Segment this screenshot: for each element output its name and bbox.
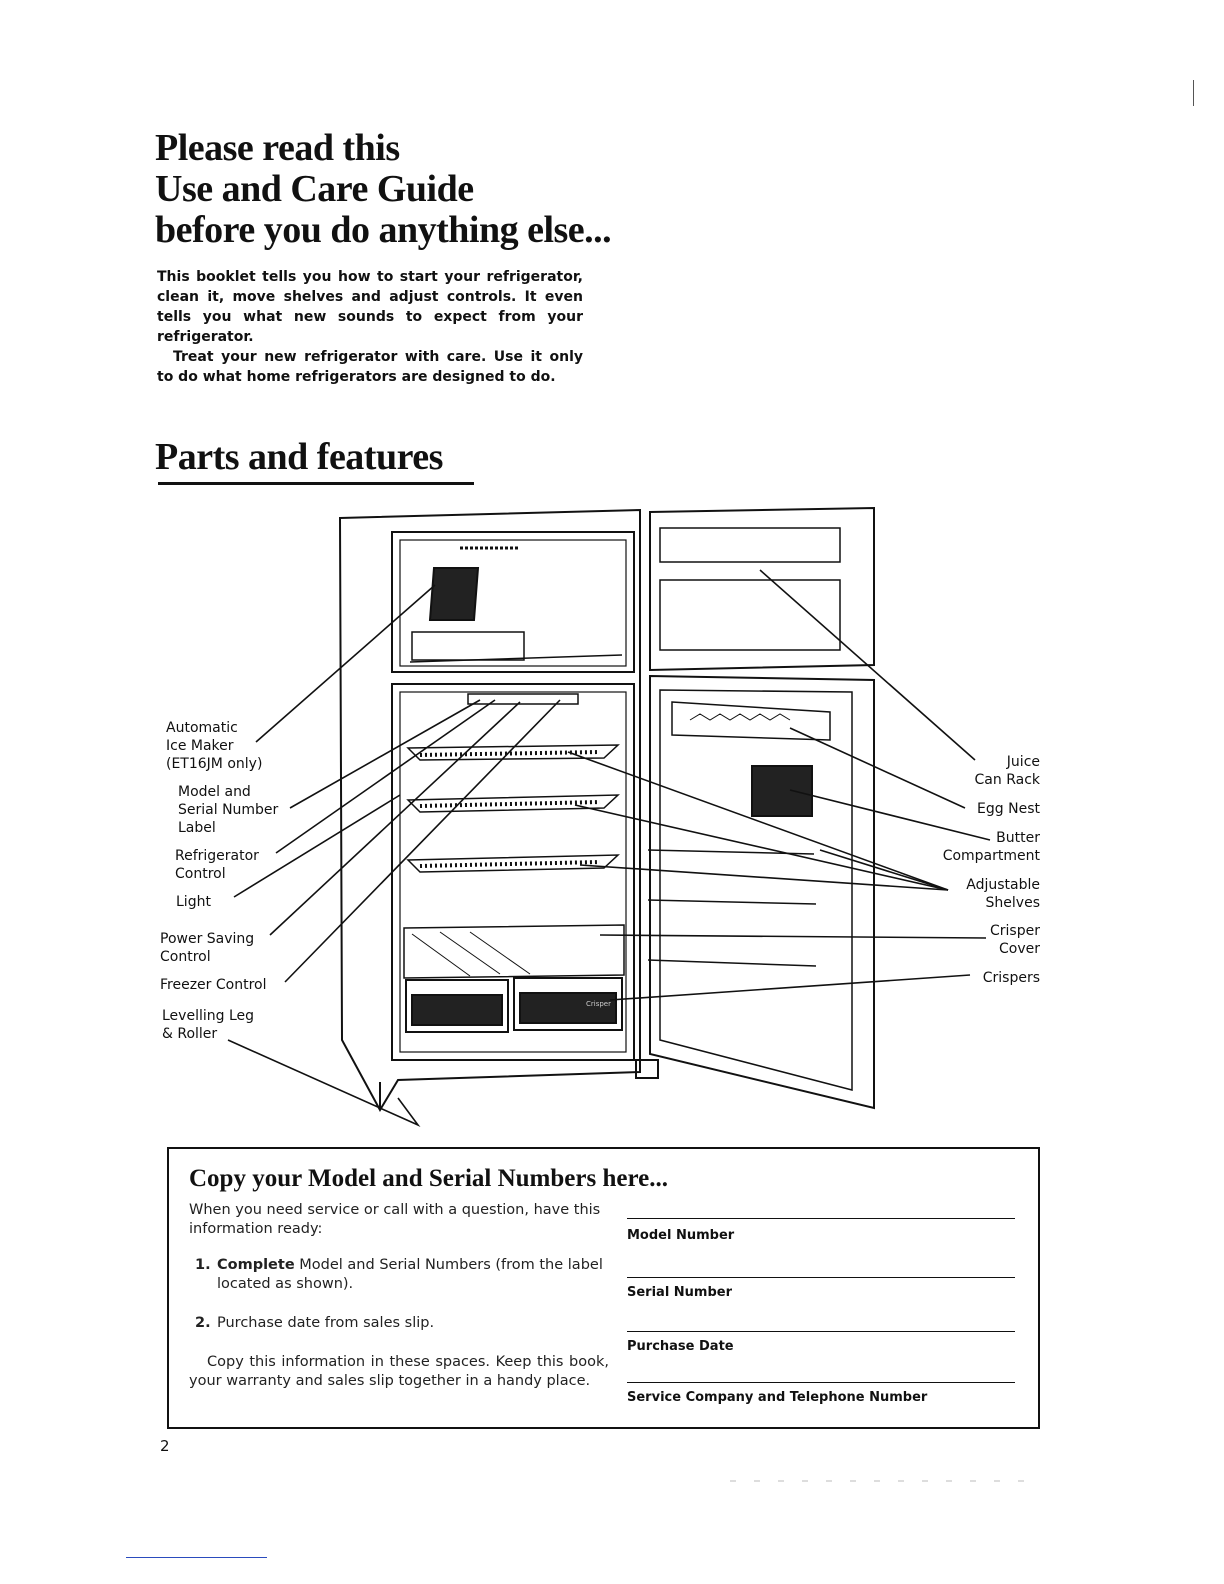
juice-can-rack [671,701,831,741]
fresh-food-liner [399,691,627,1053]
label-juice-can-rack: Juice Can Rack [974,754,1040,788]
leader-ice-maker [255,584,436,743]
freezer-door-shelf-bottom [659,579,841,651]
crisper-drawer-label: Crisper [586,1000,611,1008]
crisper-left [405,979,509,1033]
leader-crispers [609,974,971,1001]
label-automatic-ice-maker: Automatic Ice Maker (ET16JM only) [166,720,263,772]
step-2-number: 2. [195,1315,211,1331]
leader-adjustable-shelf-1 [567,751,949,891]
shelf-2 [406,794,620,813]
label-egg-nest: Egg Nest [977,801,1040,817]
freezer-shelf [409,654,623,663]
leader-lines [227,569,991,1127]
refrigerator-door-liner [659,689,853,1091]
label-power-saving-control: Power Saving Control [160,931,255,965]
headline-line-2: Use and Care Guide [155,168,474,210]
control-panel [467,693,579,705]
serial-number-line[interactable] [627,1277,1015,1278]
freezer-door [649,506,875,672]
freezer-liner [399,539,627,667]
label-adjustable-shelves: Adjustable Shelves [966,877,1040,911]
leader-adjustable-shelf-2 [574,804,949,891]
door-shelves [647,849,817,967]
serial-number-label: Serial Number [627,1285,733,1300]
leader-adjustable-shelf-4 [819,849,949,891]
leader-butter [789,789,991,841]
refrigerator-door [649,674,875,1110]
label-light: Light [176,894,211,910]
butter-compartment [751,765,813,817]
copy-box-title: Copy your Model and Serial Numbers here.… [189,1165,668,1192]
egg-nest [689,713,791,721]
leader-power-saving [269,701,521,936]
service-company-label: Service Company and Telephone Number [627,1390,928,1405]
leader-freezer-control [284,699,561,983]
ice-bin [411,631,525,661]
step-1-bold: Complete [217,1257,295,1273]
page-headline: Please read this Use and Care Guide befo… [155,127,612,251]
model-number-label: Model Number [627,1228,735,1243]
leader-adjustable-shelf-3 [579,864,949,891]
leader-juice-can-rack [759,569,976,761]
leader-crisper-cover [599,934,987,939]
intro-paragraph-2: Treat your new refrigerator with care. U… [157,349,583,385]
label-crispers: Crispers [982,970,1040,986]
crisper-left-front [411,994,503,1026]
freezer-compartment [391,531,635,673]
copy-box-intro: When you need service or call with a que… [189,1202,601,1237]
copy-numbers-box [167,1147,1040,1429]
door-hinge [635,1059,659,1079]
margin-mark [1193,80,1194,106]
label-crisper-cover: Crisper Cover [990,923,1040,957]
section-title-underline [158,482,474,485]
cabinet-outline [338,508,641,1113]
shelf-3 [406,854,620,873]
leader-levelling-leg [227,1039,421,1127]
purchase-date-label: Purchase Date [627,1339,734,1354]
crisper-cover-hatch [411,931,531,977]
service-company-line[interactable] [627,1382,1015,1383]
leader-light [233,794,401,898]
step-2: 2. Purchase date from sales slip. [195,1314,619,1333]
freezer-door-shelf-top [659,527,841,563]
label-levelling-leg-roller: Levelling Leg & Roller [162,1008,254,1042]
step-1: 1. Complete Model and Serial Numbers (fr… [195,1256,619,1294]
headline-line-3: before you do anything else... [155,209,612,251]
leader-refrigerator-control [275,699,496,854]
label-refrigerator-control: Refrigerator Control [175,848,259,882]
intro-paragraph-1: This booklet tells you how to start your… [157,269,583,345]
parts-section-title: Parts and features [155,436,443,478]
ice-maker [428,567,480,621]
label-butter-compartment: Butter Compartment [942,830,1040,864]
crisper-cover [403,924,625,979]
label-model-serial-number: Model and Serial Number Label [178,784,279,836]
headline-line-1: Please read this [155,127,400,169]
crisper-right-front [519,992,617,1024]
footer-rule [126,1557,267,1558]
copy-box-closing: Copy this information in these spaces. K… [189,1354,609,1389]
label-freezer-control: Freezer Control [160,977,267,993]
crisper-right [513,977,623,1031]
intro-text: This booklet tells you how to start your… [157,267,583,387]
footer-scan-marks [730,1480,1030,1482]
step-1-text: Model and Serial Numbers (from the label… [217,1257,603,1292]
leader-serial-label [289,699,481,809]
leader-egg-nest [789,727,966,809]
model-number-line[interactable] [627,1218,1015,1219]
step-1-number: 1. [195,1257,211,1273]
step-2-text: Purchase date from sales slip. [217,1315,435,1331]
page-number: 2 [160,1437,170,1455]
purchase-date-line[interactable] [627,1331,1015,1332]
